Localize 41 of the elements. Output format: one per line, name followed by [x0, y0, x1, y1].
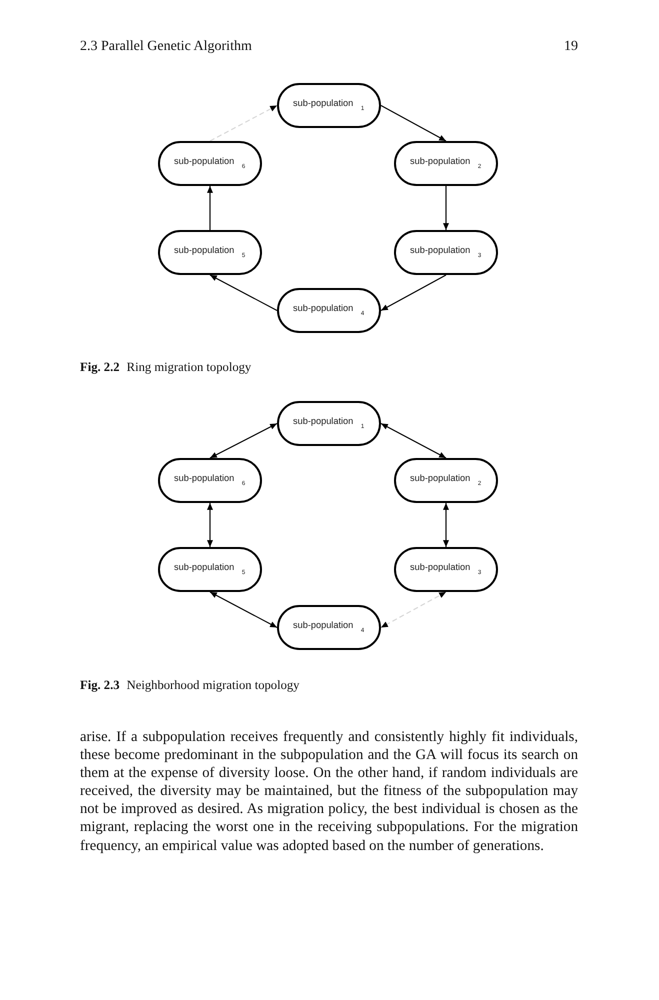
rounded-node [394, 141, 498, 186]
double-headed-arrow [210, 423, 278, 458]
node-label: sub-population $_{2}$ [410, 472, 482, 484]
figure-caption: Fig. 2.3 Neighborhood migration topology [80, 678, 300, 693]
node-label: sub-population $_{6}$ [174, 155, 246, 167]
node-label: sub-population $_{3}$ [410, 244, 482, 256]
rounded-node [277, 605, 381, 650]
rounded-node [277, 83, 381, 128]
arrow [380, 105, 446, 142]
node-label: sub-population $_{1}$ [293, 97, 364, 109]
rounded-node [277, 288, 381, 333]
rounded-node [158, 547, 262, 592]
node-label: sub-population $_{5}$ [174, 561, 246, 573]
arrow [380, 274, 446, 311]
double-headed-arrow [210, 592, 278, 628]
node-label: sub-population $_{4}$ [293, 302, 364, 314]
node-label: sub-population $_{5}$ [174, 244, 246, 256]
double-headed-arrow [443, 503, 449, 547]
arrow [210, 274, 278, 311]
node-label: sub-population $_{3}$ [410, 561, 482, 573]
node-label: sub-population $_{1}$ [293, 415, 364, 427]
arrow [207, 186, 213, 230]
dashed-arrow [210, 105, 278, 142]
double-headed-arrow [207, 503, 213, 547]
figure-caption: Fig. 2.2 Ring migration topology [80, 360, 252, 375]
rounded-node [394, 458, 498, 503]
rounded-node [394, 230, 498, 275]
page-number: 19 [563, 39, 578, 55]
node-label: sub-population $_{2}$ [410, 155, 482, 167]
rounded-node [158, 230, 262, 275]
rounded-node [394, 547, 498, 592]
rounded-node [158, 458, 262, 503]
body-paragraph: arise. If a subpopulation receives frequently and consistently highly fit individuals, these become predominant in the subpopulation and the GA will focus its search on them at the expense of diversity loose. On the other hand, if random individuals are received, the diversity may be maintained, but the fitness of the subpopulation may not be improved as desired. As migration policy, the best individual is chosen as the migrant, replacing the worst one in the receiving subpopulations. For the migration frequency, an empirical value was adopted based on the number of generations. [80, 728, 578, 855]
dashed-double-headed-arrow [380, 592, 446, 628]
running-header: 2.3 Parallel Genetic Algorithm [80, 39, 252, 55]
double-headed-arrow [380, 423, 446, 458]
node-label: sub-population $_{4}$ [293, 619, 364, 631]
node-label: sub-population $_{6}$ [174, 472, 246, 484]
arrow [443, 186, 449, 230]
rounded-node [277, 401, 381, 446]
rounded-node [158, 141, 262, 186]
